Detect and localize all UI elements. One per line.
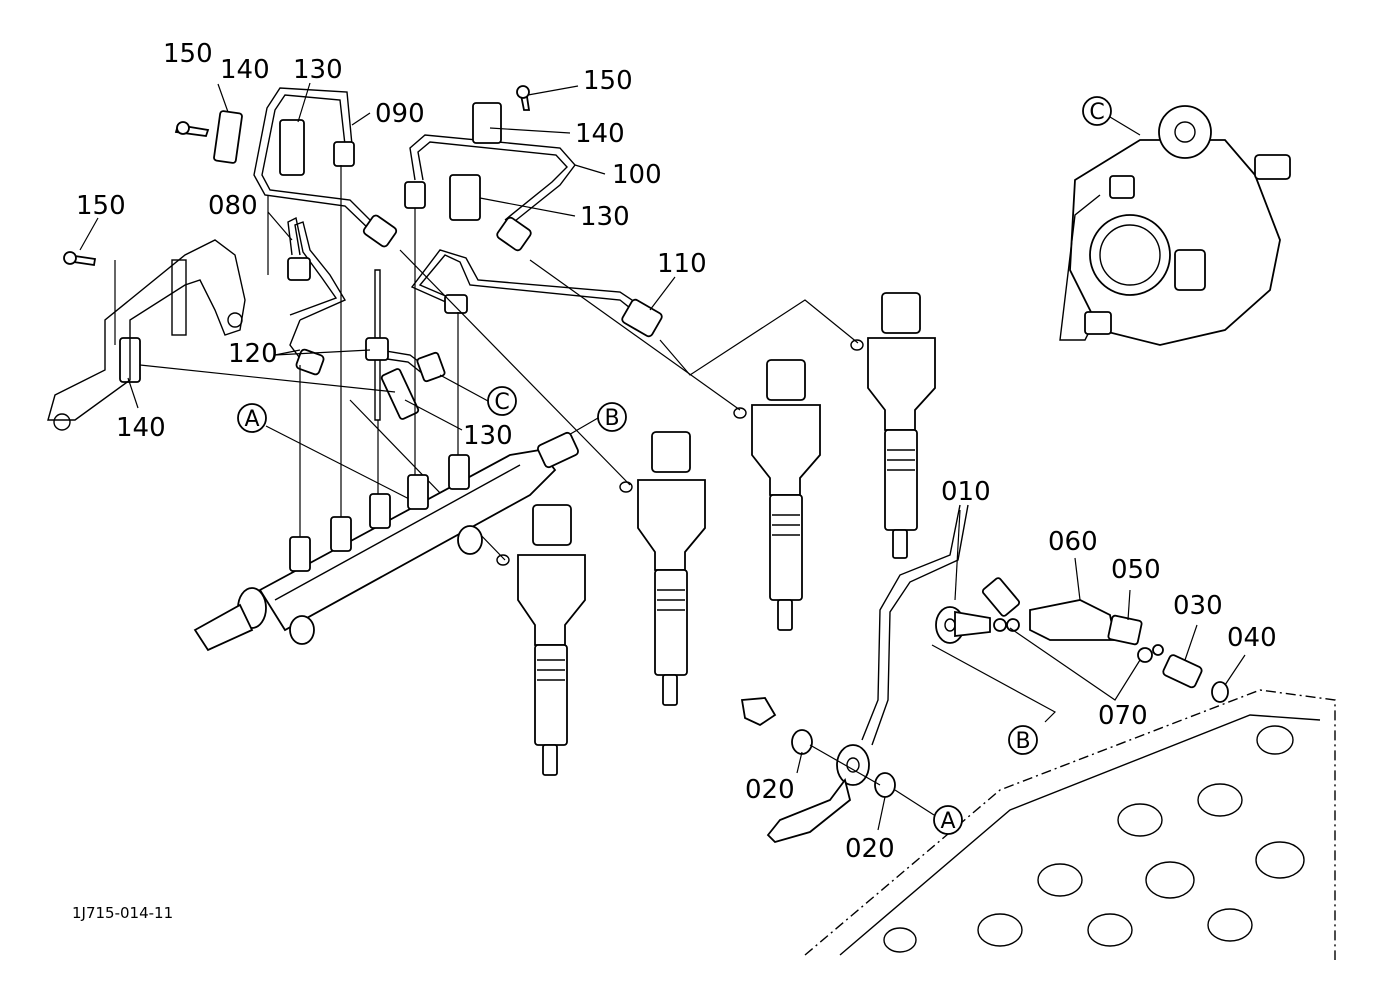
label-150: 150 <box>583 66 633 96</box>
label-030: 030 <box>1173 591 1223 621</box>
supply-pump <box>1059 105 1291 346</box>
label-130: 130 <box>463 421 513 451</box>
ref-label-b: B <box>1015 729 1030 754</box>
label-050: 050 <box>1111 555 1161 585</box>
label-140: 140 <box>575 119 625 149</box>
common-rail <box>193 431 579 652</box>
label-120: 120 <box>228 339 278 369</box>
injection-pipes <box>253 87 663 421</box>
ref-marker-a: A <box>237 403 267 433</box>
leader-lines <box>79 82 859 561</box>
label-130: 130 <box>580 202 630 232</box>
label-020: 020 <box>745 775 795 805</box>
ref-label-a: A <box>244 407 259 432</box>
ref-marker-b-return: B <box>1008 725 1038 755</box>
label-070: 070 <box>1098 701 1148 731</box>
label-040: 040 <box>1227 623 1277 653</box>
label-090: 090 <box>375 99 425 129</box>
injector-1 <box>517 504 586 776</box>
label-150: 150 <box>76 191 126 221</box>
return-line <box>740 504 1246 844</box>
label-020: 020 <box>845 834 895 864</box>
cylinder-head <box>804 689 1336 960</box>
label-140: 140 <box>116 413 166 443</box>
label-110: 110 <box>657 249 707 279</box>
ref-marker-a-return: A <box>933 805 963 835</box>
label-130: 130 <box>293 55 343 85</box>
ref-label-c: C <box>494 390 509 415</box>
reference-markers: A B C C B A <box>237 96 1141 835</box>
ref-label-c: C <box>1089 100 1104 125</box>
ref-label-a: A <box>940 809 955 834</box>
part-labels: 150 140 130 090 150 140 100 130 150 080 … <box>76 39 1277 864</box>
pipe-clamps <box>63 85 531 420</box>
label-100: 100 <box>612 160 662 190</box>
label-140: 140 <box>220 55 270 85</box>
label-060: 060 <box>1048 527 1098 557</box>
ref-marker-c-pump: C <box>1082 96 1112 126</box>
diagram-code: 1J715-014-11 <box>72 904 173 922</box>
injector-2 <box>637 431 706 706</box>
label-150: 150 <box>163 39 213 69</box>
label-010: 010 <box>941 477 991 507</box>
bracket <box>47 239 246 431</box>
label-080: 080 <box>208 191 258 221</box>
injector-3 <box>751 359 821 631</box>
ref-marker-c: C <box>487 386 517 416</box>
ref-marker-b: B <box>597 402 627 432</box>
injector-4 <box>867 292 936 559</box>
o-rings <box>496 339 864 566</box>
ref-label-b: B <box>604 406 619 431</box>
